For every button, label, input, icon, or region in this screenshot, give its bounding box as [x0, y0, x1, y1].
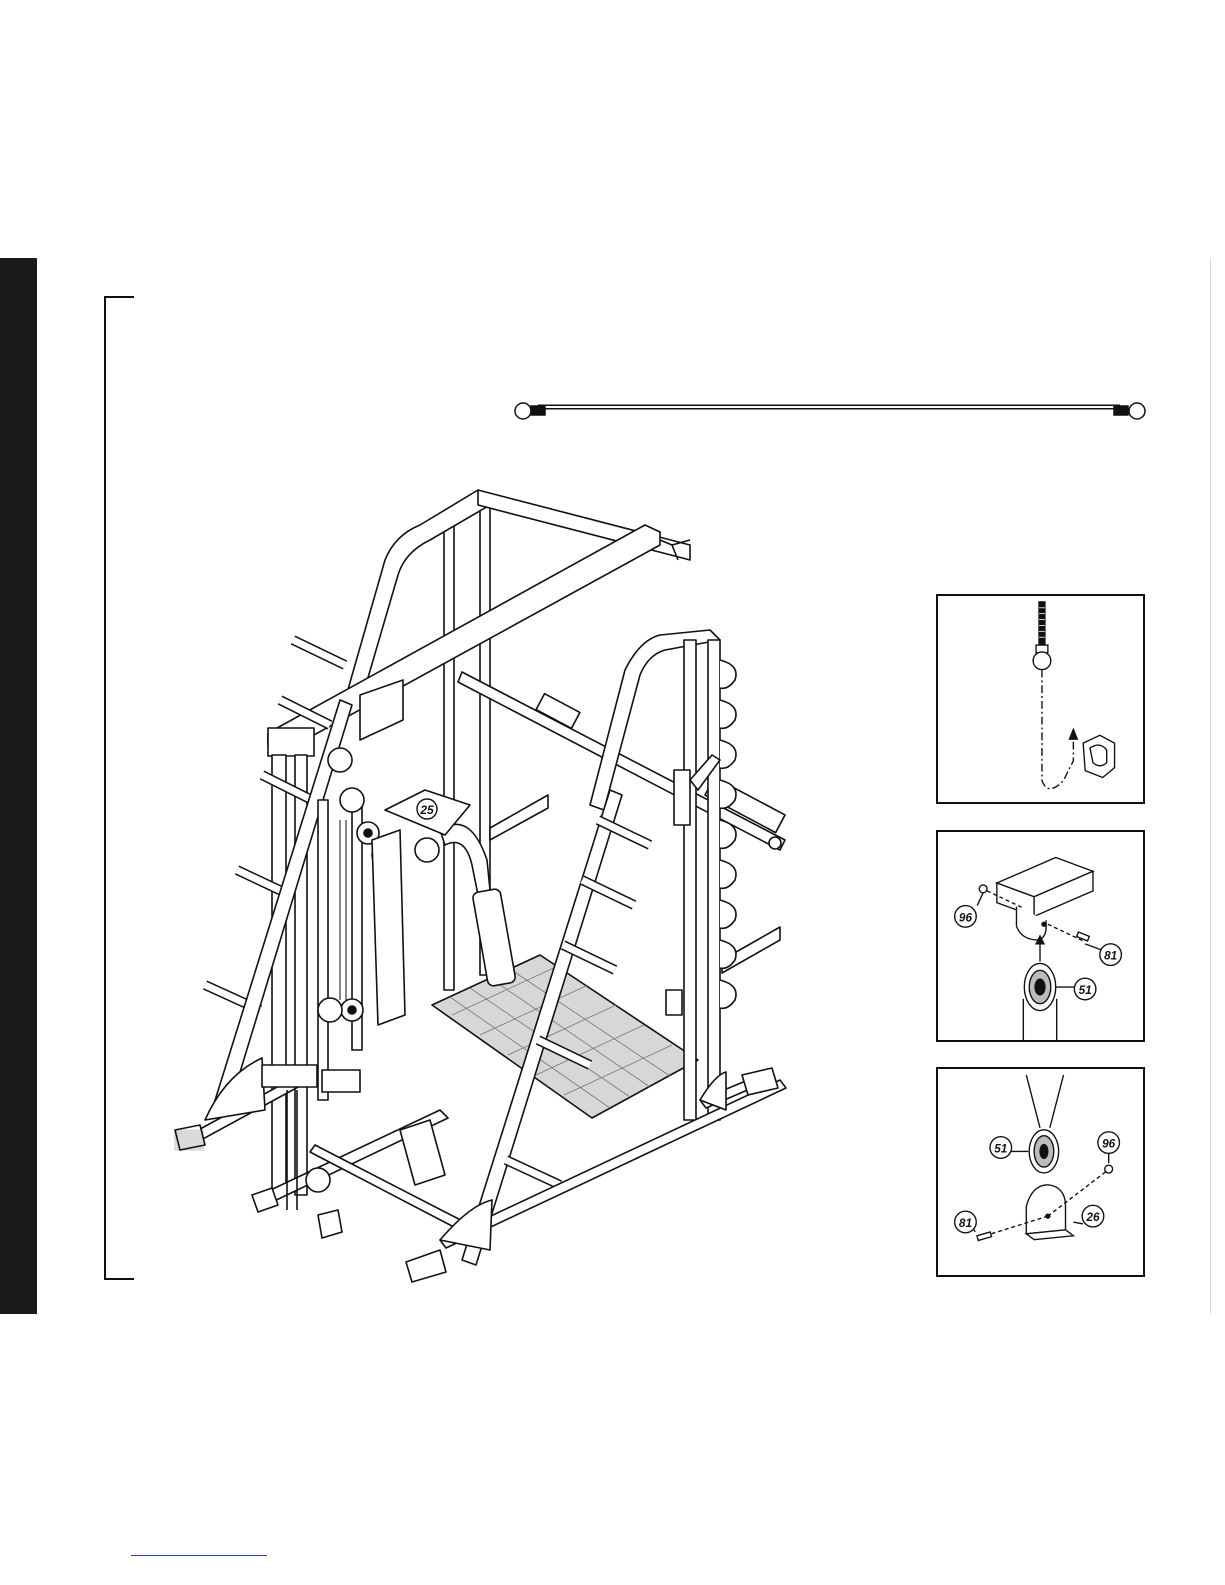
detail-pulley-bracket-drawing: 51 96 26 81 — [938, 1069, 1143, 1275]
callout-81: 81 — [1100, 944, 1122, 966]
cable-drawing — [515, 403, 1145, 419]
detail-box-beam-pulley: 96 81 51 — [936, 830, 1145, 1042]
svg-text:51: 51 — [1079, 984, 1092, 997]
detail-cable-clip-drawing — [938, 596, 1143, 802]
callout-96: 96 — [1098, 1132, 1120, 1154]
callout-51: 51 — [990, 1137, 1012, 1159]
callout-25: 25 — [417, 799, 437, 819]
svg-text:25: 25 — [419, 803, 434, 817]
callout-51: 51 — [1074, 978, 1096, 1000]
svg-text:26: 26 — [1085, 1211, 1100, 1224]
callout-96: 96 — [955, 906, 977, 928]
svg-text:81: 81 — [959, 1217, 972, 1230]
svg-text:81: 81 — [1104, 950, 1117, 963]
detail-box-pulley-bracket: 51 96 26 81 — [936, 1067, 1145, 1277]
svg-text:51: 51 — [994, 1142, 1007, 1155]
callout-26: 26 — [1082, 1205, 1104, 1227]
smith-machine-drawing — [175, 490, 786, 1282]
callout-81: 81 — [955, 1211, 977, 1233]
detail-box-cable-clip — [936, 594, 1145, 804]
svg-text:96: 96 — [1102, 1137, 1116, 1150]
detail-beam-pulley-drawing: 96 81 51 — [938, 832, 1143, 1040]
svg-text:96: 96 — [959, 911, 973, 924]
